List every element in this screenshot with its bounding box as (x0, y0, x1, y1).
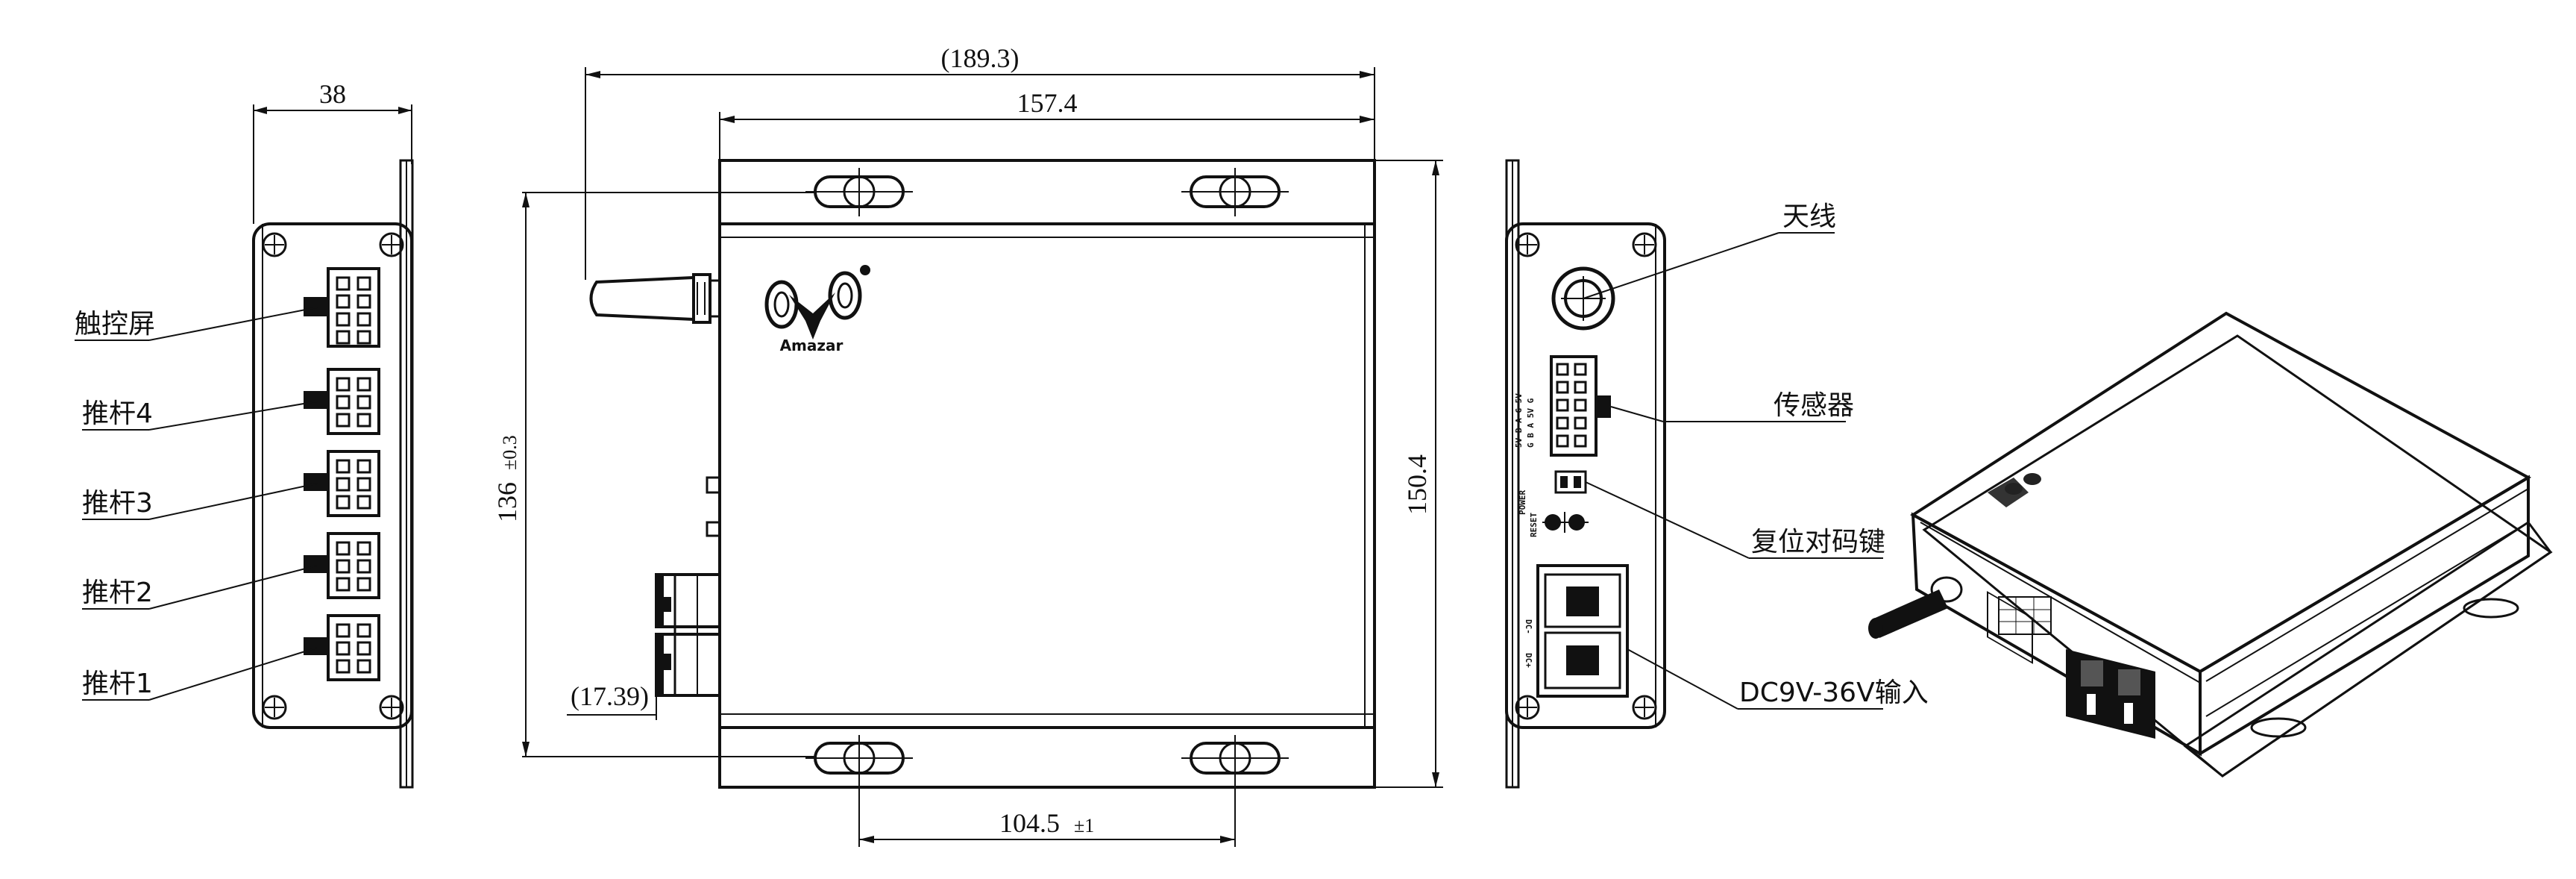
isometric-view (1868, 311, 2553, 778)
screw-icon (379, 695, 404, 720)
label-pushrod-4: 推杆4 (82, 398, 153, 429)
label-pushrod-1: 推杆1 (82, 669, 153, 699)
mark-dc-minus: DC- (1524, 619, 1533, 634)
label-dc-input: DC9V-36V输入 (1739, 678, 1929, 708)
antenna-icon (1868, 576, 1963, 639)
mark-reset: RESET (1529, 513, 1539, 537)
label-touchscreen: 触控屏 (75, 309, 155, 340)
dim-side-width: 38 (319, 79, 346, 109)
dim-hole-spacing-tol: ±1 (1074, 815, 1094, 836)
terminal-block-icon (2066, 649, 2155, 739)
connector-block-icon (1998, 596, 2052, 635)
dc-input-terminal (1536, 564, 1629, 698)
dim-height: 136 (492, 482, 522, 522)
connector-pushrod-2 (304, 532, 380, 599)
brand-logo-icon (1988, 473, 2041, 507)
dim-body-length: 157.4 (1017, 88, 1078, 118)
label-sensor: 传感器 (1774, 390, 1854, 421)
brand-logo-icon: Amazar (764, 265, 870, 354)
right-side-view: 5V B A G 5V G B A 5V G POWER RESET DC- (1505, 159, 1929, 789)
top-view: (189.3) 157.4 (492, 43, 1443, 847)
antenna-icon (589, 273, 721, 324)
label-antenna: 天线 (1782, 201, 1836, 232)
connector-sensor (1550, 355, 1611, 457)
label-reset-pairing: 复位对码键 (1751, 527, 1885, 557)
left-side-view: 38 (75, 79, 414, 789)
svg-text:5V B A G 5V: 5V B A G 5V (1514, 393, 1524, 448)
label-pushrod-3: 推杆3 (82, 488, 153, 519)
led-indicator-icon (1542, 512, 1589, 533)
svg-text:G B A 5V G: G B A 5V G (1526, 398, 1536, 448)
screw-icon (379, 232, 404, 257)
connector-touchscreen (304, 267, 380, 348)
dim-overall-length: (189.3) (941, 43, 1020, 73)
connector-pushrod-1 (304, 614, 380, 681)
screw-icon (1515, 232, 1540, 257)
mark-dc-plus: DC+ (1524, 653, 1533, 668)
screw-icon (1632, 695, 1657, 720)
connector-pushrod-3 (304, 450, 380, 517)
screw-icon (262, 695, 287, 720)
screw-icon (262, 232, 287, 257)
connector-pushrod-4 (304, 368, 380, 435)
terminal-block-icon (655, 573, 721, 697)
mark-power: POWER (1518, 490, 1527, 515)
mounting-slot-icon (805, 168, 913, 216)
label-pushrod-2: 推杆2 (82, 578, 153, 608)
dim-total-height: 150.4 (1402, 454, 1432, 515)
reset-button-icon (1554, 470, 1587, 494)
dim-hole-spacing: 104.5 (999, 808, 1060, 838)
mounting-slot-icon (1181, 168, 1289, 216)
dim-antenna-offset: (17.39) (571, 681, 649, 711)
dim-height-tol: ±0.3 (499, 435, 521, 470)
screw-icon (1632, 232, 1657, 257)
screw-icon (1515, 695, 1540, 720)
logo-text: Amazar (780, 337, 844, 354)
